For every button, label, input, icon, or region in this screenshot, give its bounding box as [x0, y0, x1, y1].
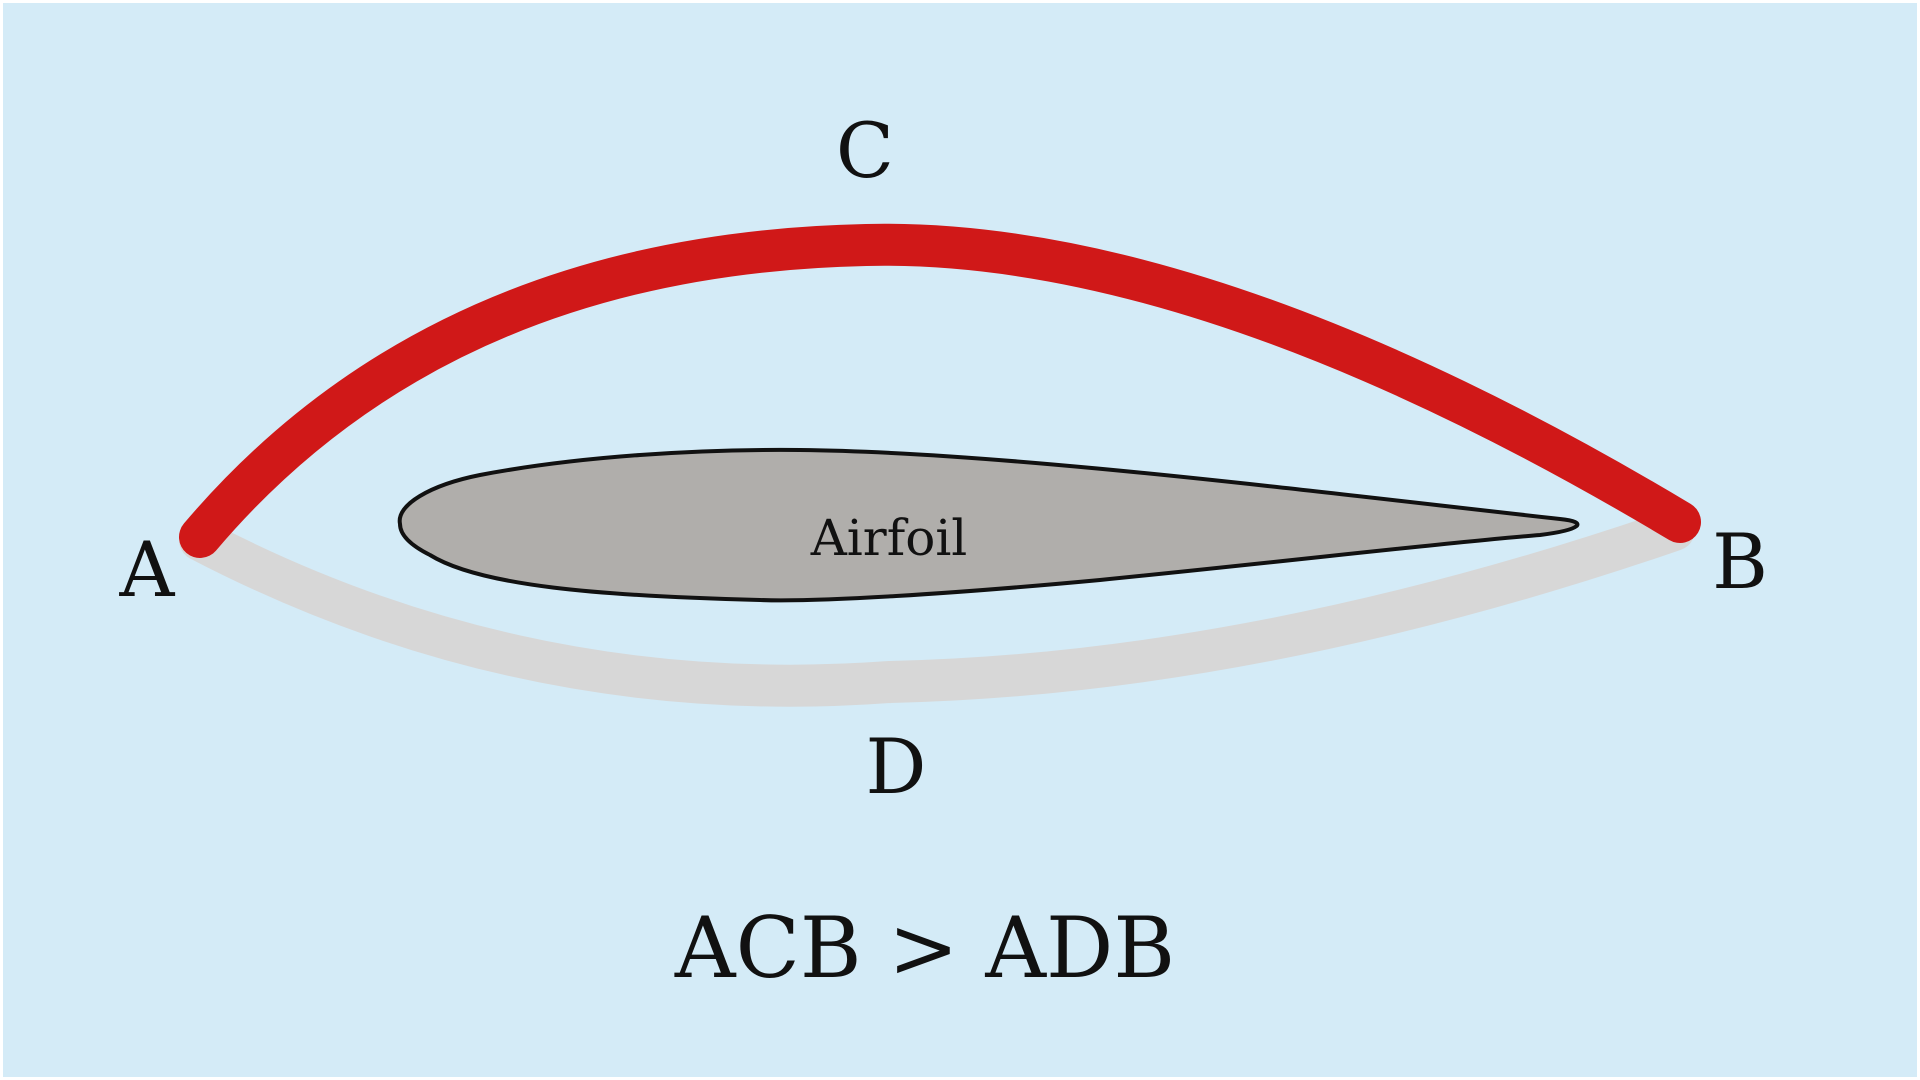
airfoil-label: Airfoil — [810, 509, 968, 567]
airfoil-shape — [397, 447, 1580, 603]
lower-path-adb — [179, 509, 1695, 707]
upper-path-acb — [179, 223, 1701, 558]
point-label-b: B — [1712, 517, 1768, 606]
path-comparison-equation: ACB > ADB — [674, 899, 1175, 997]
point-label-c: C — [836, 106, 894, 195]
point-label-d: D — [866, 722, 927, 811]
point-label-a: A — [119, 525, 176, 614]
